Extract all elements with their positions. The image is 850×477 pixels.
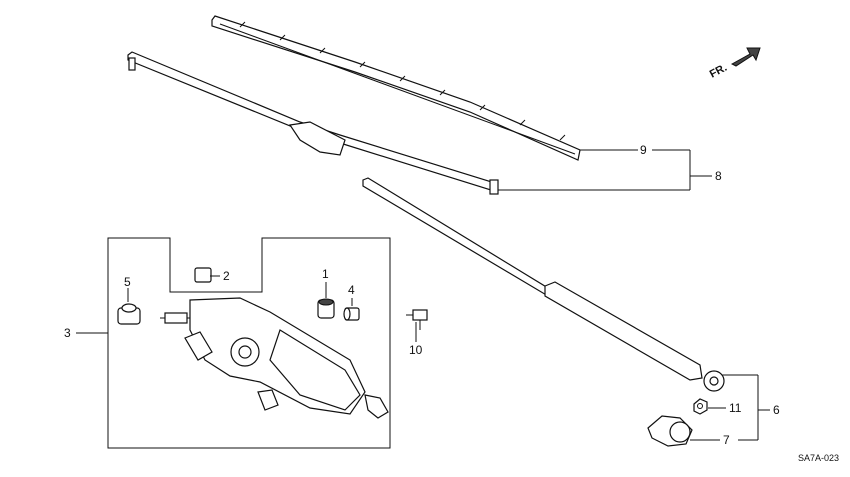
- callout-9: 9: [640, 143, 647, 157]
- front-direction-arrow-icon: FR.: [708, 47, 761, 81]
- nut: [693, 398, 708, 415]
- callout-10: 10: [409, 343, 423, 357]
- callout-4: 4: [348, 283, 355, 297]
- motor-assembly-outline: [107, 237, 391, 449]
- diagram-code: SA7A-023: [798, 453, 839, 463]
- leader-lines: [76, 149, 770, 441]
- wiper-blade-rubber: [211, 15, 581, 161]
- callout-2: 2: [223, 269, 230, 283]
- callout-6: 6: [773, 403, 780, 417]
- wiper-arm: [362, 177, 725, 392]
- wiper-blade-assembly: [127, 51, 499, 195]
- direction-label: FR.: [708, 62, 729, 81]
- callout-5: 5: [124, 275, 131, 289]
- callout-1: 1: [322, 267, 329, 281]
- callout-3: 3: [64, 326, 71, 340]
- wiper-motor: [160, 297, 389, 419]
- pivot-bushing: [117, 303, 141, 325]
- grommet: [317, 298, 335, 319]
- callout-8: 8: [715, 169, 722, 183]
- bolt: [406, 309, 428, 330]
- callout-7: 7: [723, 433, 730, 447]
- square-cap: [194, 267, 212, 283]
- pivot-cap: [647, 415, 693, 447]
- callout-11: 11: [729, 401, 742, 415]
- collar: [343, 307, 360, 321]
